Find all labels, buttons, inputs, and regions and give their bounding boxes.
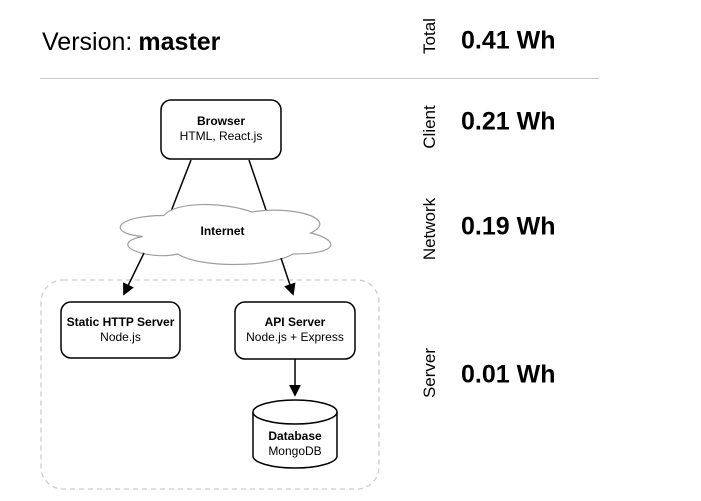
metric-value-client: 0.21 Wh [461, 107, 556, 136]
database-node-label: Database MongoDB [253, 429, 337, 459]
api-server-subtitle: Node.js + Express [246, 330, 344, 344]
version-value: master [138, 28, 221, 56]
api-server-title: API Server [264, 315, 326, 329]
browser-node-box [160, 99, 282, 160]
api-server-node-label: API Server Node.js + Express [235, 315, 355, 345]
metric-value-server: 0.01 Wh [461, 360, 556, 389]
internet-label: Internet [200, 224, 245, 238]
database-cylinder-body [252, 412, 338, 469]
metric-value-total: 0.41 Wh [461, 26, 556, 55]
browser-node-label: Browser HTML, React.js [161, 114, 281, 144]
database-subtitle: MongoDB [268, 444, 322, 458]
connector-internet-api-server [280, 257, 296, 296]
static-http-server-node-box [60, 301, 181, 359]
version-label: Version: [42, 28, 133, 56]
version-text: Version:master [42, 28, 220, 57]
connector-browser-internet-left [169, 159, 192, 215]
static-http-server-node-label: Static HTTP Server Node.js [61, 315, 180, 345]
static-http-server-subtitle: Node.js [100, 330, 141, 344]
server-group-dashed-box [40, 279, 380, 490]
metric-value-network: 0.19 Wh [461, 212, 556, 241]
browser-title: Browser [196, 114, 246, 128]
connector-browser-internet-right [248, 159, 267, 211]
header-separator [40, 78, 599, 79]
browser-subtitle: HTML, React.js [179, 129, 263, 143]
connector-internet-static-server [123, 252, 145, 296]
internet-cloud-shape [119, 203, 332, 266]
static-http-server-title: Static HTTP Server [66, 315, 175, 329]
database-cylinder-top [252, 399, 338, 425]
database-title: Database [268, 429, 322, 443]
